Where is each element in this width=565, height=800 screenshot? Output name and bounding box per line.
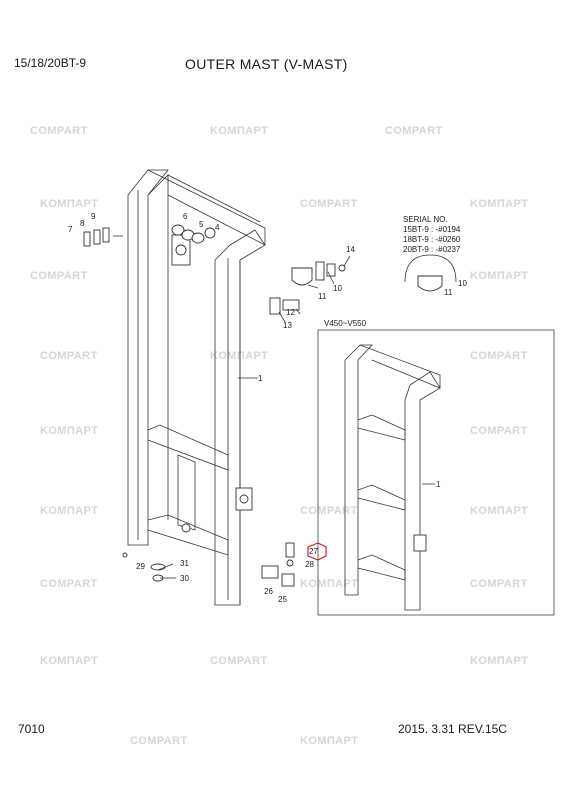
top-parts-group — [83, 224, 216, 247]
outer-mast-main — [127, 169, 266, 606]
model-label: 15/18/20BT-9 — [14, 56, 87, 70]
variant-frame — [317, 329, 555, 616]
callout-11: 11 — [318, 292, 327, 301]
leader-lines — [113, 235, 435, 579]
callout-4: 4 — [215, 223, 220, 232]
variant-label: V450~V550 — [324, 319, 367, 328]
callout-10-serial: 10 — [458, 279, 467, 288]
serial-number-box: SERIAL NO. 15BT-9 : -#0194 18BT-9 : -#02… — [403, 215, 460, 255]
bottom-parts-group — [122, 542, 327, 587]
serial-line: 18BT-9 : -#0260 — [403, 235, 461, 244]
callout-10: 10 — [333, 284, 342, 293]
callout-6: 6 — [183, 212, 188, 221]
callout-5: 5 — [199, 220, 204, 229]
callout-26: 26 — [264, 587, 273, 596]
serial-detail — [404, 254, 457, 292]
variant-mast — [344, 344, 441, 611]
callout-31: 31 — [180, 559, 189, 568]
callout-8: 8 — [80, 219, 85, 228]
callout-25: 25 — [278, 595, 287, 604]
serial-heading: SERIAL NO. — [403, 215, 448, 224]
callout-7: 7 — [68, 225, 73, 234]
callout-29: 29 — [136, 562, 145, 571]
page-title: OUTER MAST (V-MAST) — [185, 56, 348, 72]
callout-13: 13 — [283, 321, 292, 330]
callout-11-serial: 11 — [444, 288, 453, 297]
callout-14: 14 — [346, 245, 355, 254]
callout-28: 28 — [305, 560, 314, 569]
page-number: 7010 — [18, 722, 45, 736]
callout-27: 27 — [309, 547, 318, 556]
callout-9: 9 — [91, 212, 96, 221]
callout-12: 12 — [286, 308, 295, 317]
serial-line: 15BT-9 : -#0194 — [403, 225, 461, 234]
date-revision: 2015. 3.31 REV.15C — [398, 722, 507, 736]
callout-1-variant: 1 — [436, 480, 441, 489]
clamp-group — [269, 261, 346, 315]
callout-1: 1 — [258, 374, 263, 383]
callout-30: 30 — [180, 574, 189, 583]
callouts: 1 4 5 6 7 8 9 10 11 12 13 14 25 26 27 28… — [68, 212, 467, 604]
serial-line: 20BT-9 : -#0237 — [403, 245, 461, 254]
